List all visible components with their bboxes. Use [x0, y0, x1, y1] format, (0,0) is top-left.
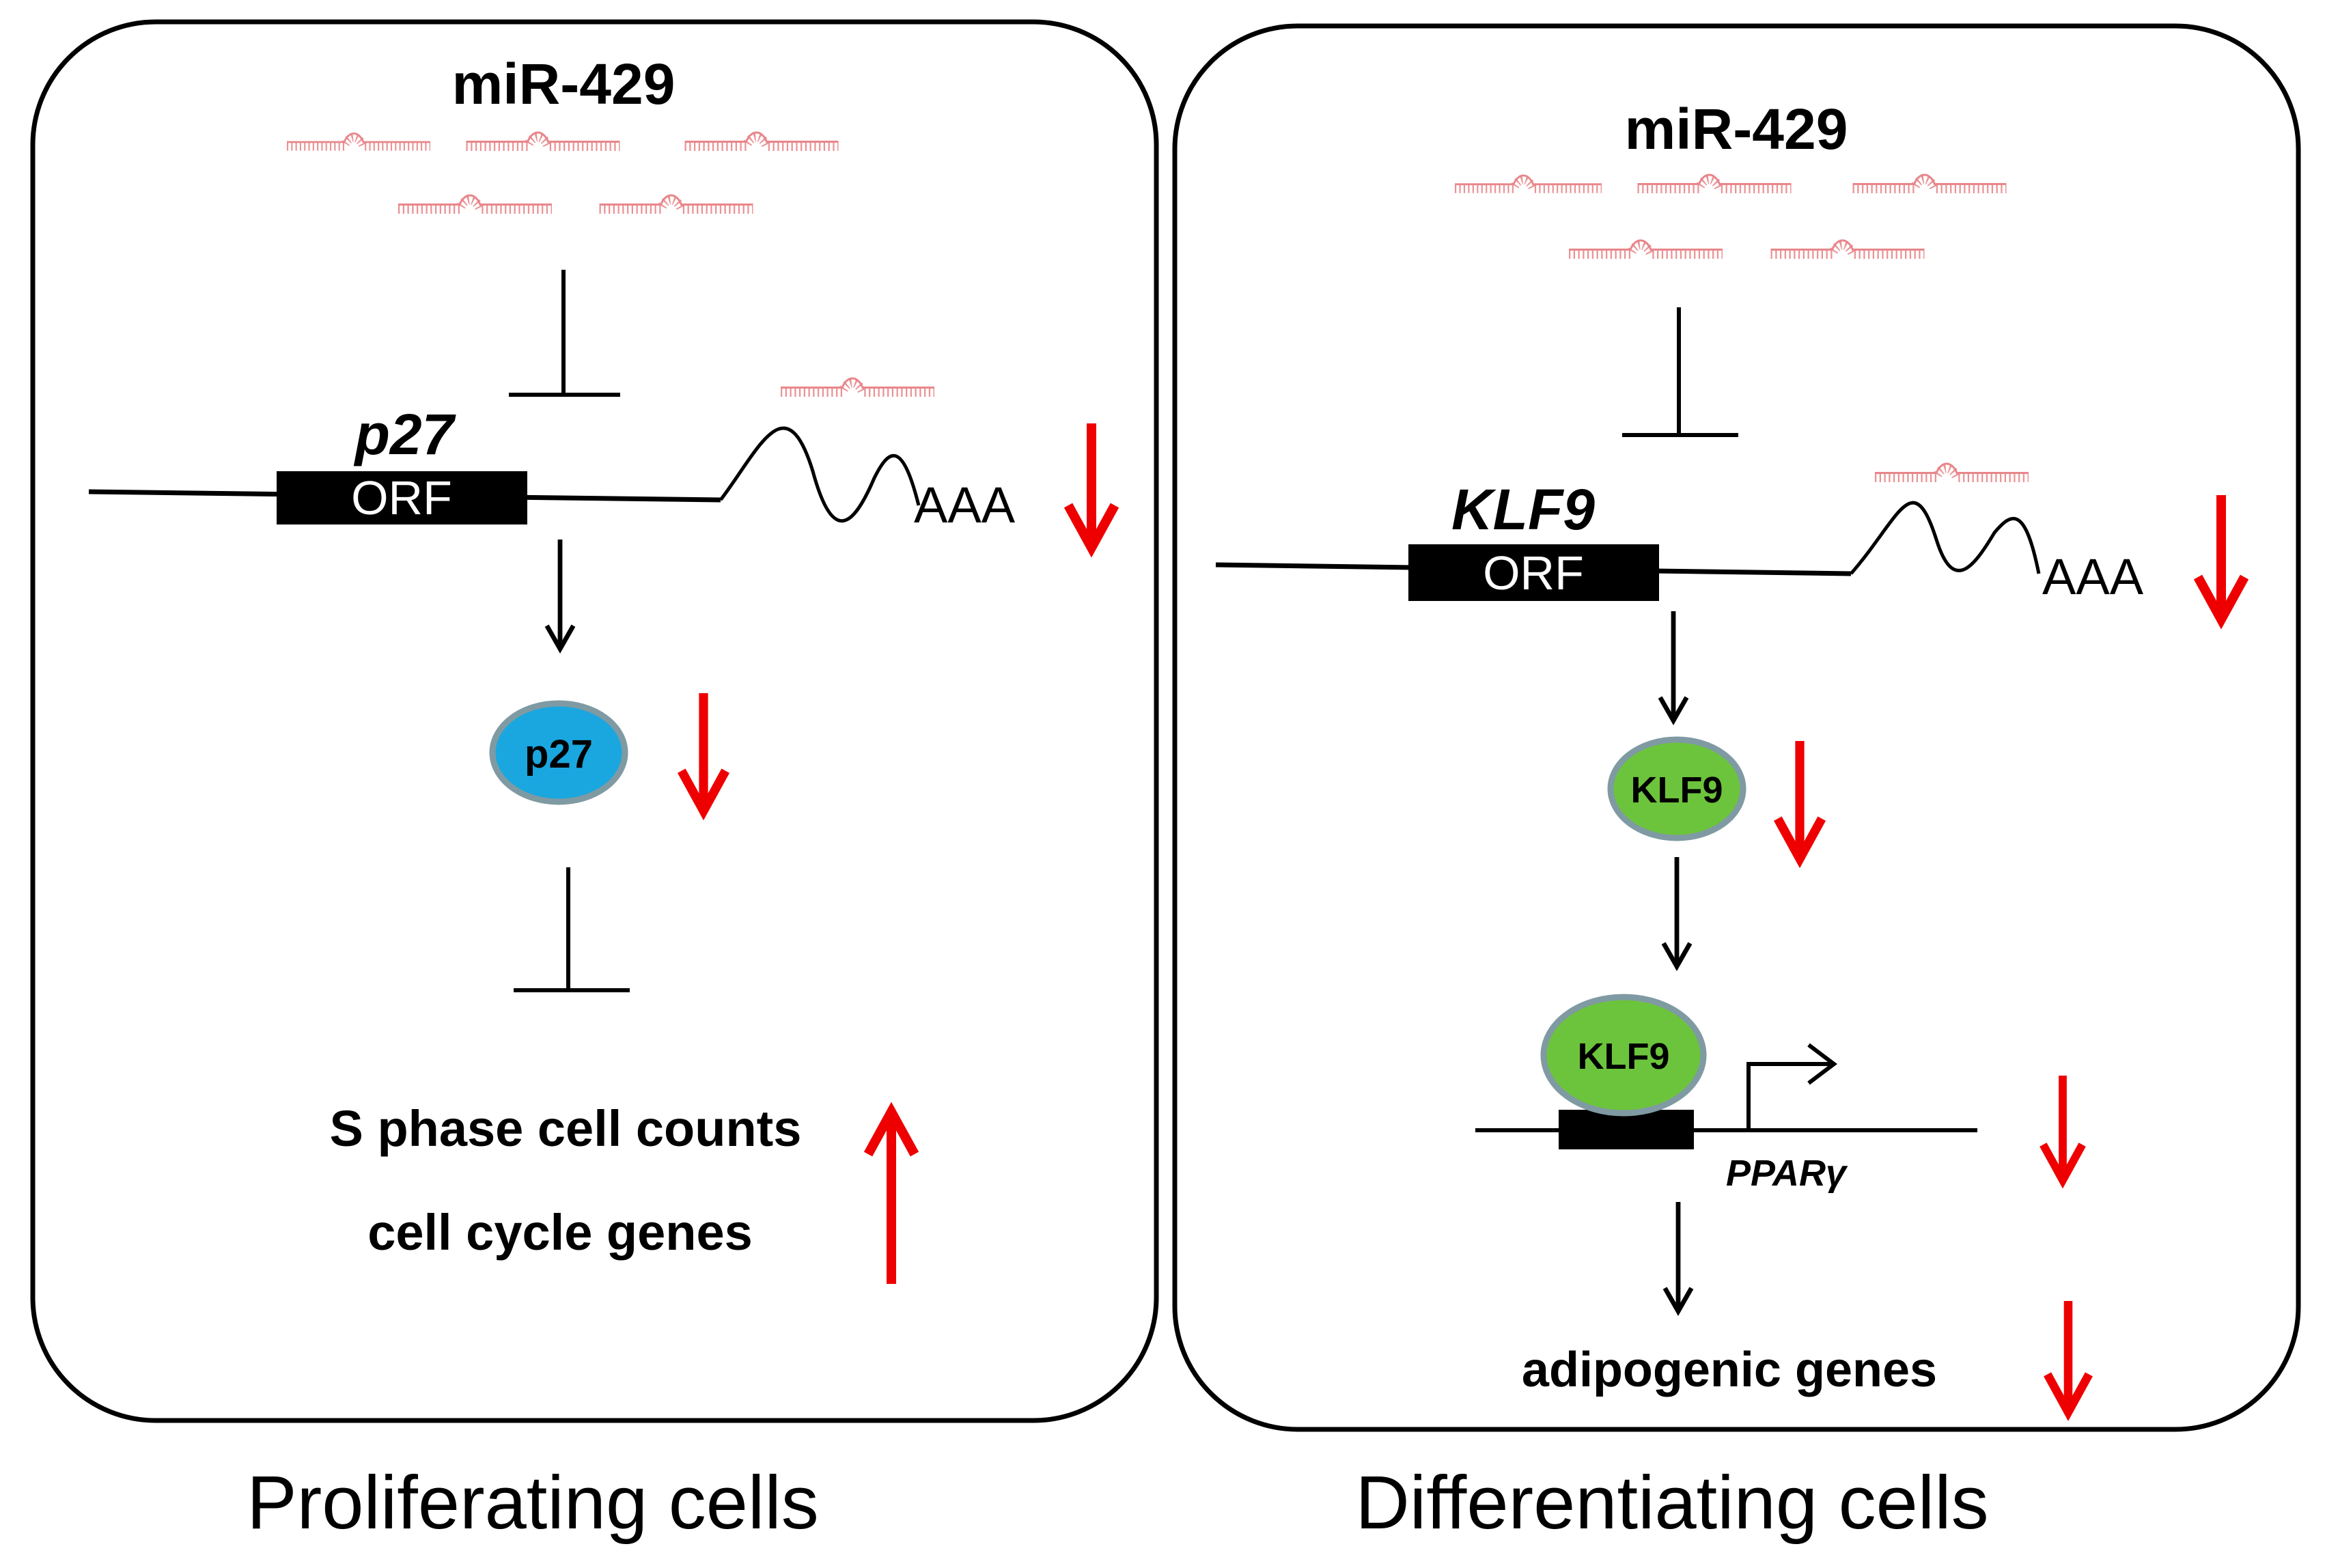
klf9-protein: KLF9 [1607, 736, 1746, 841]
klf9-mrna: ORF KLF9 AAA [1215, 477, 2144, 605]
panel-border-left [30, 19, 1159, 1423]
outcome-label-right: adipogenic genes [1522, 1343, 1937, 1397]
transcription-start-arrow [1746, 1062, 1830, 1130]
inhibition-p27-cellcycle [514, 867, 630, 992]
red-down-arrow-mrna-left [1068, 423, 1115, 548]
orf-box-left [277, 471, 527, 524]
inhibition-mirna-klf9-mrna [1622, 307, 1738, 437]
arrow-klf9-promoter [1664, 857, 1690, 966]
mirna-bound-right [1875, 464, 2029, 477]
mirna-label-left: miR-429 [452, 52, 676, 116]
inhibition-mirna-p27-mrna [509, 270, 620, 397]
gene-label-right: KLF9 [1451, 477, 1595, 542]
red-down-arrow-pparg [2043, 1076, 2082, 1180]
panel-proliferating: miR-429 ORF p27 AAA p27 [30, 19, 1159, 1545]
red-down-arrow-protein-left [682, 693, 725, 811]
red-up-arrow-left [868, 1112, 915, 1284]
caption-right: Differentiating cells [1355, 1461, 1988, 1545]
klf9-bound-protein [1540, 994, 1707, 1117]
orf-label-left: ORF [351, 471, 452, 524]
panel-border-right [1172, 23, 2301, 1432]
arrow-translation-right [1660, 611, 1687, 720]
red-down-arrow-mrna-right [2198, 495, 2244, 619]
klf9-protein-label: KLF9 [1631, 770, 1723, 811]
orf-label-right: ORF [1483, 546, 1584, 600]
p27-protein: p27 [489, 700, 628, 805]
arrow-translation-left [547, 540, 574, 649]
mirna-bound-left [781, 378, 934, 392]
mirna-label-right: miR-429 [1625, 97, 1848, 161]
red-down-arrow-adipogenic [2048, 1301, 2089, 1412]
p27-mrna: ORF p27 AAA [88, 402, 1016, 533]
orf-box-right [1408, 544, 1659, 601]
caption-left: Proliferating cells [247, 1461, 819, 1545]
polya-label-left: AAA [914, 477, 1016, 533]
p27-protein-label: p27 [525, 732, 593, 776]
pparg-label: PPARγ [1726, 1153, 1848, 1194]
gene-label-left: p27 [354, 402, 456, 466]
red-down-arrow-protein-right [1778, 741, 1822, 858]
promoter-box [1559, 1110, 1694, 1149]
arrow-pparg-genes [1665, 1202, 1692, 1311]
polya-label-right: AAA [2042, 548, 2144, 605]
klf9-bound-label: KLF9 [1578, 1036, 1670, 1077]
pparg-promoter: KLF9 PPARγ [1475, 994, 1977, 1194]
outcome-line1-left: S phase cell counts [330, 1100, 802, 1157]
mirna-cluster-right [1455, 175, 2007, 254]
mirna-cluster-left [287, 132, 839, 209]
panel-differentiating: miR-429 ORF KLF9 AAA KLF9 [1172, 23, 2301, 1545]
outcome-line2-left: cell cycle genes [367, 1204, 753, 1261]
